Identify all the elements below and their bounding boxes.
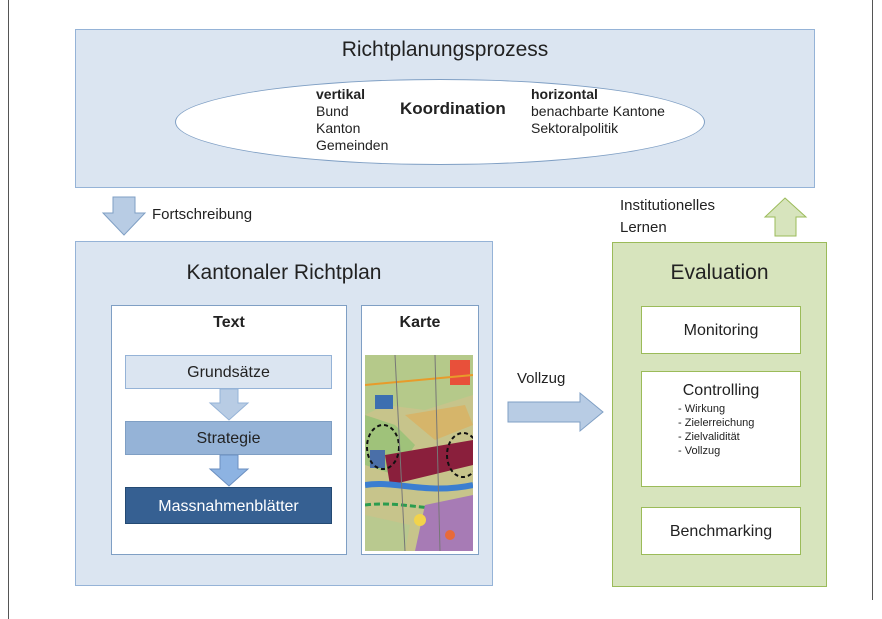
vollzug-label: Vollzug <box>517 370 566 387</box>
benchmarking-label: Benchmarking <box>669 523 773 540</box>
vertical-item: Bund <box>316 103 349 119</box>
vertical-item: Gemeinden <box>316 137 389 153</box>
step-strategie-label: Strategie <box>196 430 261 447</box>
up-arrow-icon <box>763 197 808 237</box>
horizontal-group: horizontal benachbarte Kantone Sektoralp… <box>531 86 665 137</box>
controlling-item: - Vollzug <box>678 445 721 457</box>
map-heading: Karte <box>399 314 441 331</box>
step-massnahmenblaetter: Massnahmenblätter <box>125 487 332 524</box>
controlling-list: - Wirkung - Zielerreichung - Zielvalidit… <box>678 402 800 458</box>
horizontal-item: Sektoralpolitik <box>531 120 619 136</box>
down-arrow-icon <box>101 196 147 236</box>
vertical-item: Kanton <box>316 120 361 136</box>
learning-label: Institutionelles Lernen <box>620 195 715 239</box>
frame-right-line <box>872 0 873 600</box>
coordination-label: Koordination <box>400 99 506 118</box>
fortschreibung-label: Fortschreibung <box>152 206 253 223</box>
step-grundsaetze: Grundsätze <box>125 355 332 389</box>
text-heading: Text <box>213 314 245 331</box>
monitoring-box: Monitoring <box>641 306 801 354</box>
monitoring-label: Monitoring <box>683 322 759 339</box>
controlling-title: Controlling <box>682 382 760 399</box>
step-massnahmenblaetter-label: Massnahmenblätter <box>158 498 299 515</box>
richtplan-title: Kantonaler Richtplan <box>186 261 382 284</box>
horizontal-heading: horizontal <box>531 86 598 102</box>
process-title: Richtplanungsprozess <box>341 38 549 61</box>
benchmarking-box: Benchmarking <box>641 507 801 555</box>
controlling-item: - Wirkung <box>678 403 726 415</box>
evaluation-title: Evaluation <box>670 261 769 284</box>
step-arrow-2-icon <box>208 454 250 487</box>
right-arrow-icon <box>507 391 604 433</box>
learning-label-line2: Lernen <box>620 219 667 236</box>
step-arrow-1-icon <box>208 388 250 421</box>
frame-left-line <box>8 0 9 619</box>
step-grundsaetze-label: Grundsätze <box>187 364 270 381</box>
map-graphic <box>365 355 473 551</box>
horizontal-item: benachbarte Kantone <box>531 103 665 119</box>
vertical-group: vertikal Bund Kanton Gemeinden <box>316 86 388 154</box>
controlling-box: Controlling - Wirkung - Zielerreichung -… <box>641 371 801 487</box>
map-image <box>365 355 473 551</box>
vertical-heading: vertikal <box>316 86 366 102</box>
controlling-item: - Zielerreichung <box>678 417 755 429</box>
coordination-ellipse <box>175 79 705 165</box>
controlling-item: - Zielvalidität <box>678 431 740 443</box>
step-strategie: Strategie <box>125 421 332 455</box>
learning-label-line1: Institutionelles <box>620 197 716 214</box>
